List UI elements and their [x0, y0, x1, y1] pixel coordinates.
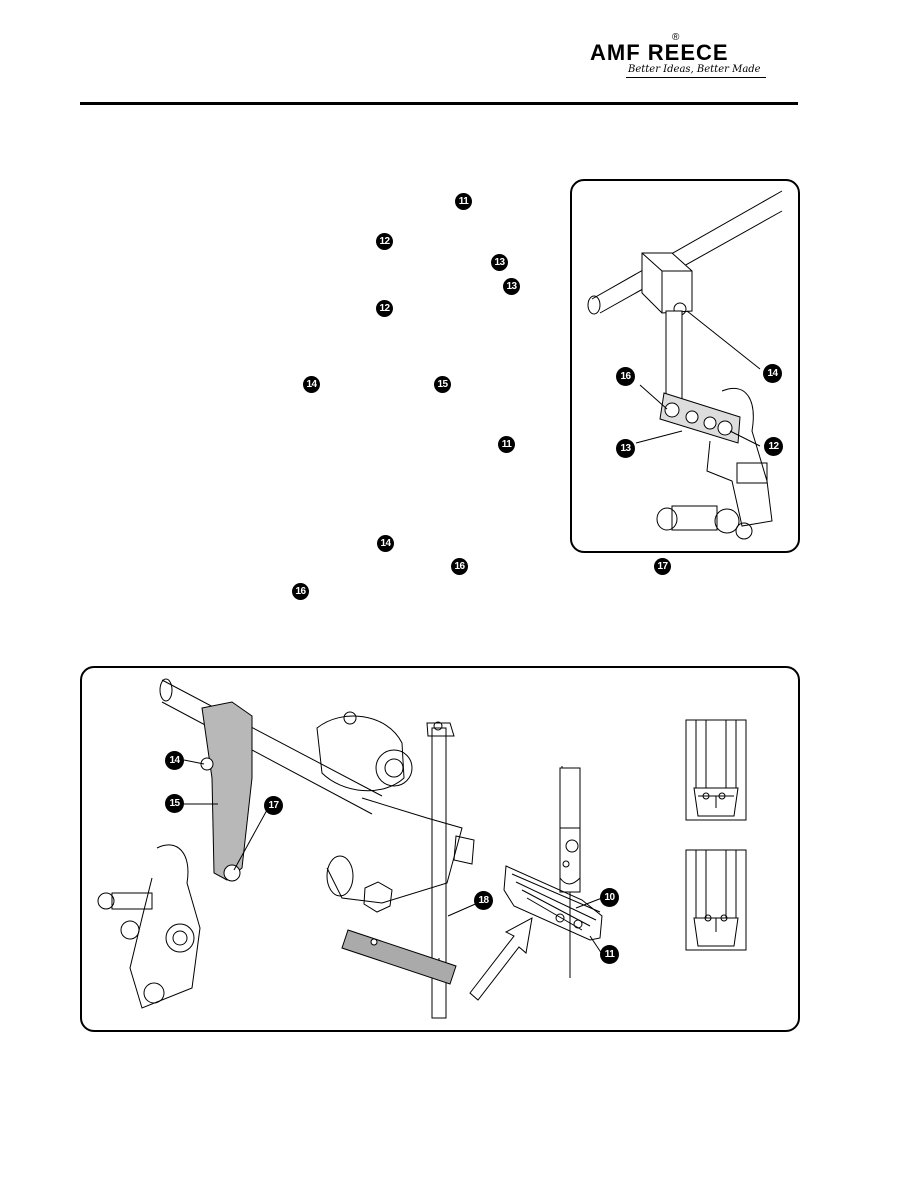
callout-14: 14	[763, 364, 782, 383]
text-ref-badge: 15	[434, 376, 451, 393]
text-ref-badge: 17	[654, 558, 671, 575]
top-illustration-frame: 14 16 13 12	[570, 179, 800, 553]
text-ref-badge: 14	[377, 535, 394, 552]
callout-13: 13	[616, 439, 635, 458]
text-ref-badge: 11	[498, 436, 515, 453]
callout-12: 12	[764, 437, 783, 456]
text-ref-badge: 13	[491, 254, 508, 271]
text-ref-badge: 12	[376, 233, 393, 250]
callout-15: 15	[165, 794, 184, 813]
text-ref-badge: 16	[292, 583, 309, 600]
callout-14: 14	[165, 751, 184, 770]
text-ref-badge: 16	[451, 558, 468, 575]
brand-name: AMF REECE	[590, 40, 729, 65]
brand-logo: AMF REECE ® Better Ideas, Better Made	[588, 32, 798, 80]
brand-tagline: Better Ideas, Better Made	[628, 64, 761, 75]
needle-assembly-illustration	[97, 678, 747, 1019]
callout-16: 16	[616, 367, 635, 386]
header-rule	[80, 102, 798, 105]
text-ref-badge: 12	[376, 300, 393, 317]
callout-10: 10	[600, 888, 619, 907]
callout-17: 17	[264, 796, 283, 815]
callout-11: 11	[600, 945, 619, 964]
tagline-underline	[626, 77, 766, 78]
text-ref-badge: 11	[455, 193, 472, 210]
callout-18: 18	[474, 891, 493, 910]
text-ref-badge: 14	[303, 376, 320, 393]
bottom-illustration-frame: 14 15 17 18 10 11	[80, 666, 800, 1032]
registered-mark: ®	[672, 32, 680, 43]
linkage-illustration	[587, 190, 783, 540]
text-ref-badge: 13	[503, 278, 520, 295]
